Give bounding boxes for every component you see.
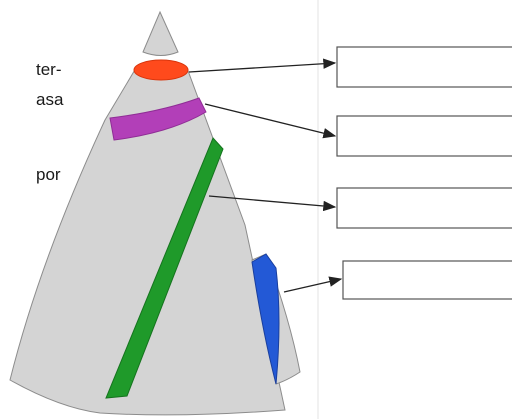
text-fragment: ter-	[36, 60, 62, 80]
arrow-purple-band	[205, 104, 335, 136]
top-band	[134, 60, 188, 80]
cone-tip	[143, 12, 178, 56]
answer-box[interactable]	[343, 261, 512, 299]
answer-box[interactable]	[337, 116, 512, 156]
answer-box[interactable]	[337, 188, 512, 228]
text-fragment: asa	[36, 90, 63, 110]
answer-box[interactable]	[337, 47, 512, 87]
arrow-top-band	[189, 63, 335, 72]
arrow-blue-patch	[284, 279, 341, 292]
text-fragment: por	[36, 165, 61, 185]
